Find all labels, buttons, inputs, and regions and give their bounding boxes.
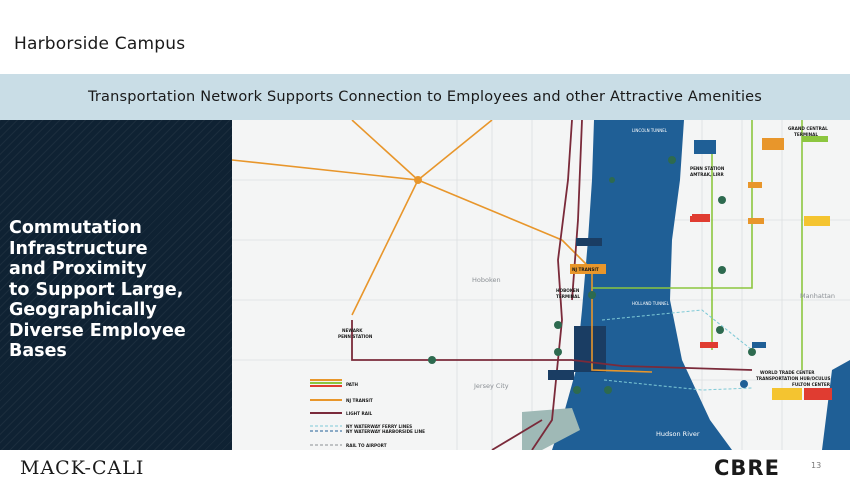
headline-line: Commutation [9,218,142,238]
grand-central-label-2: TERMINAL [794,132,818,137]
station-markers [428,156,756,394]
grand-central-label-1: GRAND CENTRAL [788,126,828,131]
manhattan-label: Manhattan [800,292,835,300]
page-number: 13 [811,461,822,470]
hoboken-terminal-label-2: TERMINAL [556,294,580,299]
cbre-logo: CBRE [714,456,780,480]
headline-line: Geographically [9,300,157,320]
subtitle-banner: Transportation Network Supports Connecti… [0,74,850,120]
jersey-city-label: Jersey City [473,382,509,390]
ferry-lines [601,309,753,391]
legend-light-rail: LIGHT RAIL [346,411,373,416]
map-legend: PATH NJ TRANSIT LIGHT RAIL NY WATERWAY F… [310,379,425,448]
legend-ferry-1: NY WATERWAY FERRY LINES [346,424,412,429]
legend-ferry-2: NY WATERWAY HARBORSIDE LINE [346,429,425,434]
nj-transit-tag-label: NJ TRANSIT [572,267,599,272]
headline-line: Bases [9,341,67,361]
map-land [232,120,850,450]
transit-map-svg: LINCOLN TUNNEL HOLLAND TUNNEL Hoboken Je… [232,120,850,450]
map-tag [548,370,574,380]
penn-station-label-1: PENN STATION [690,166,725,171]
subway-lines [592,120,803,370]
nj-transit-tag [570,264,606,274]
legend-nj-transit: NJ TRANSIT [346,398,373,403]
path-lines [232,120,653,373]
headline-panel: Commutation Infrastructure and Proximity… [0,120,232,450]
hoboken-terminal-label-1: HOBOKEN [556,288,580,293]
footer [0,450,850,488]
headline-line: Diverse Employee [9,320,186,341]
liberty-park [522,408,580,450]
newark-label-1: NEWARK [342,328,363,333]
page-title: Harborside Campus [14,34,186,54]
subway-bullets [690,136,832,400]
transit-map: LINCOLN TUNNEL HOLLAND TUNNEL Hoboken Je… [232,120,850,450]
map-tag [576,238,602,246]
fulton-label: FULTON CENTER [792,382,831,387]
east-river [822,360,850,450]
mack-cali-logo: MACK-CALI [20,457,145,479]
headline: Commutation Infrastructure and Proximity… [9,218,229,362]
headline-line: Infrastructure [9,238,148,259]
penn-station-label-2: AMTRAK, LIRR [690,172,724,177]
legend-path: PATH [346,382,358,387]
headline-line: and Proximity [9,259,147,279]
lincoln-tunnel-label: LINCOLN TUNNEL [632,128,668,133]
hoboken-label: Hoboken [472,276,501,284]
newark-label-2: PENN STATION [338,334,373,339]
headline-line: to Support Large, [9,279,184,300]
legend-airport: RAIL TO AIRPORT [346,443,387,448]
wtc-label-2: TRANSPORTATION HUB/OCULUS [756,376,831,381]
wtc-label-1: WORLD TRADE CENTER [760,370,815,375]
hudson-river-label: Hudson River [656,430,700,438]
harborside-block [574,326,606,372]
path-junction [414,176,422,184]
holland-tunnel-label: HOLLAND TUNNEL [632,301,670,306]
banner-text: Transportation Network Supports Connecti… [87,89,763,105]
